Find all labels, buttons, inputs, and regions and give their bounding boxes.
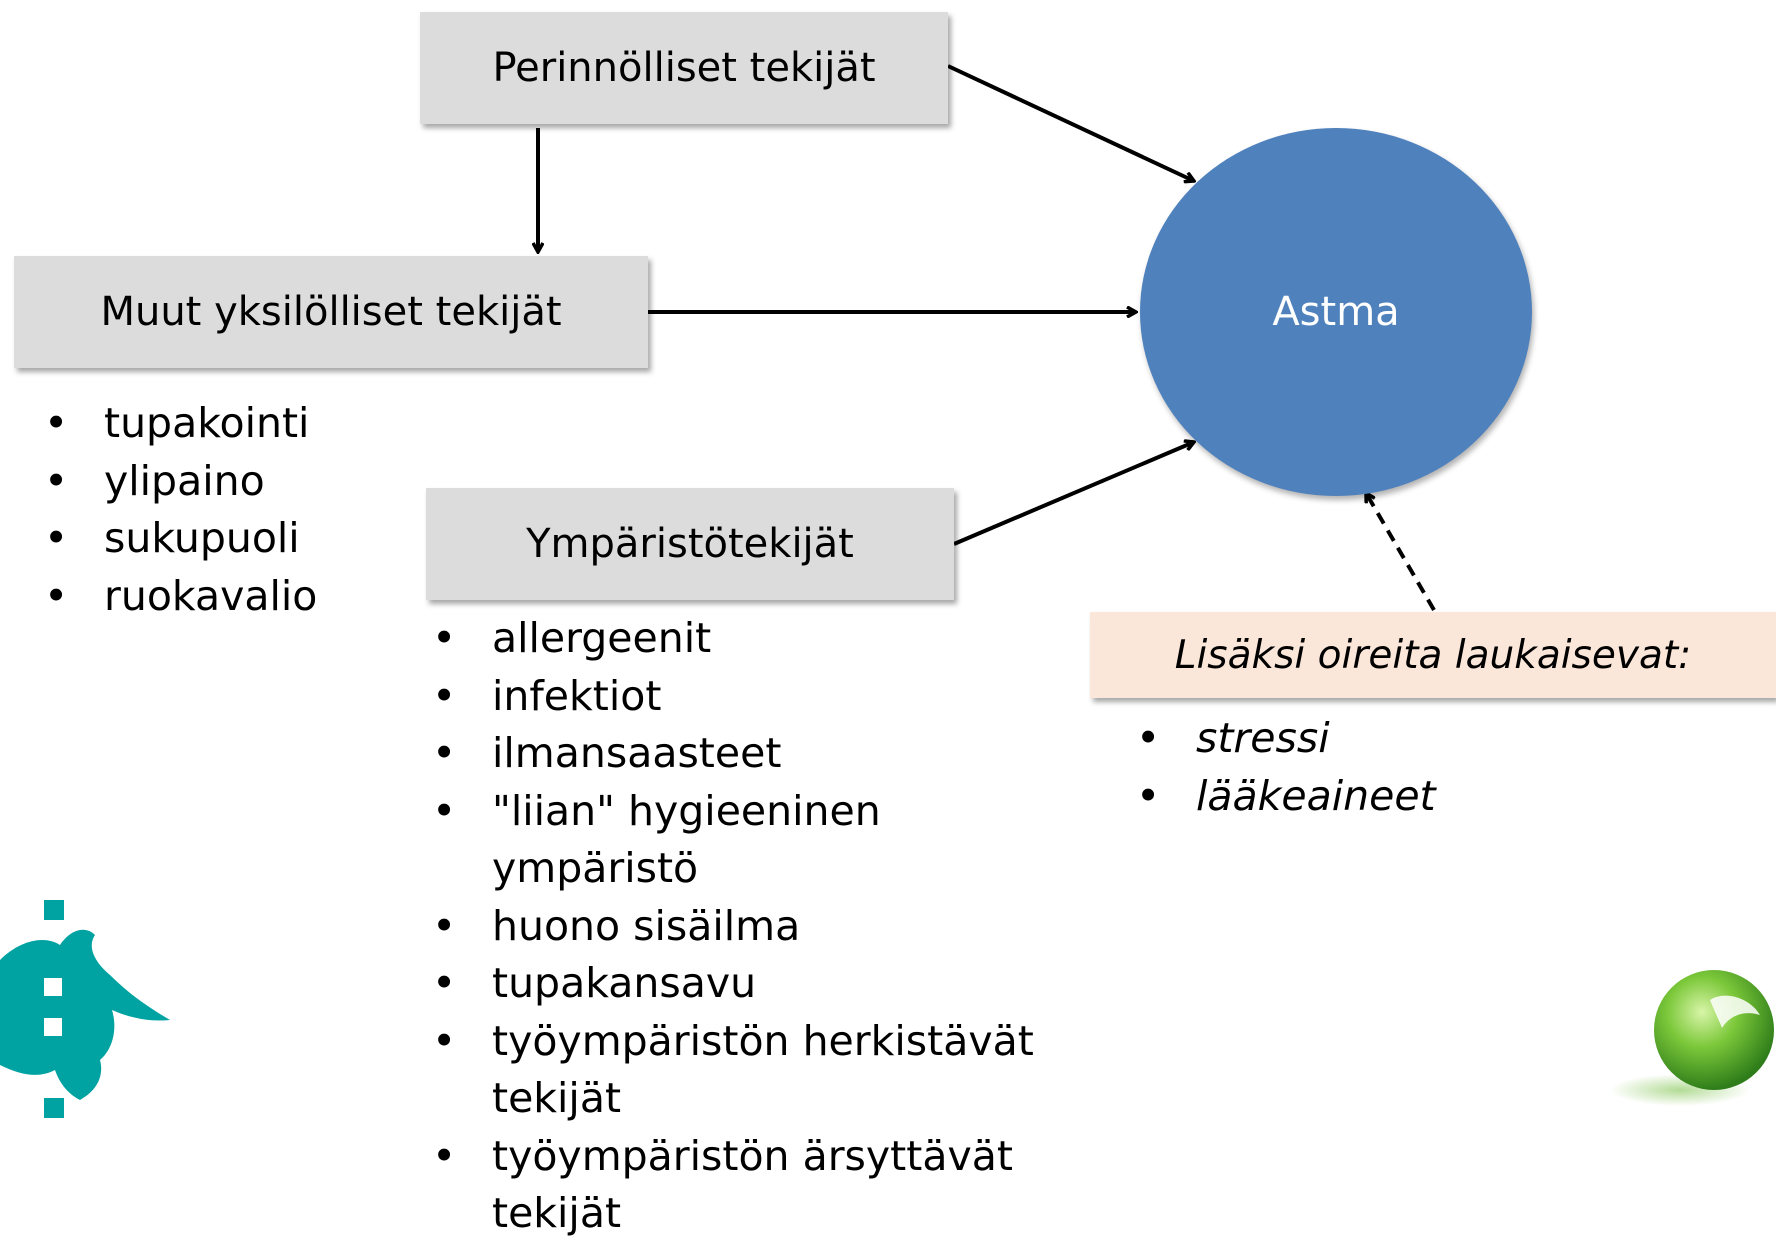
list-item: allergeenit <box>432 610 1092 668</box>
list-item: sukupuoli <box>44 510 317 568</box>
list-item: lääkeaineet <box>1136 768 1436 826</box>
astma-label: Astma <box>1272 289 1400 335</box>
perinnolliset-tekijat-label: Perinnölliset tekijät <box>492 45 876 91</box>
list-item: ylipaino <box>44 453 317 511</box>
astma-circle: Astma <box>1140 128 1532 496</box>
arrow-lisaksi-to-astma <box>1366 493 1436 612</box>
green-globe-logo-icon <box>1610 970 1774 1106</box>
arrow-ymparisto-to-astma <box>953 442 1194 546</box>
muut-yksilolliset-tekijat-label: Muut yksilölliset tekijät <box>100 289 562 335</box>
ymparistotekijat-label: Ympäristötekijät <box>526 521 854 567</box>
arrows-layer <box>0 64 1436 612</box>
muut-yksilolliset-tekijat-box: Muut yksilölliset tekijät <box>14 256 648 368</box>
lisaksi-triggers-list: stressi lääkeaineet <box>1136 710 1436 825</box>
list-item: ilmansaasteet <box>432 725 1092 783</box>
list-item: tupakansavu <box>432 955 1092 1013</box>
list-item: huono sisäilma <box>432 898 1092 956</box>
lisaksi-oireita-label: Lisäksi oireita laukaisevat: <box>1174 632 1692 678</box>
helsinki-university-logo-icon <box>0 900 170 1118</box>
list-item: työympäristön ärsyttävät tekijät <box>432 1128 1092 1243</box>
ymparistotekijat-list: allergeenit infektiot ilmansaasteet "lii… <box>432 610 1092 1243</box>
ymparistotekijat-box: Ympäristötekijät <box>426 488 954 600</box>
lisaksi-oireita-box: Lisäksi oireita laukaisevat: <box>1090 612 1776 698</box>
list-item: työympäristön herkistävät tekijät <box>432 1013 1092 1128</box>
list-item: stressi <box>1136 710 1436 768</box>
list-item: infektiot <box>432 668 1092 726</box>
list-item: tupakointi <box>44 395 317 453</box>
arrow-perinnolliset-to-astma <box>947 64 1194 181</box>
list-item: ruokavalio <box>44 568 317 626</box>
perinnolliset-tekijat-box: Perinnölliset tekijät <box>420 12 948 124</box>
muut-tekijat-list: tupakointi ylipaino sukupuoli ruokavalio <box>44 395 317 625</box>
list-item: "liian" hygieeninen ympäristö <box>432 783 1092 898</box>
